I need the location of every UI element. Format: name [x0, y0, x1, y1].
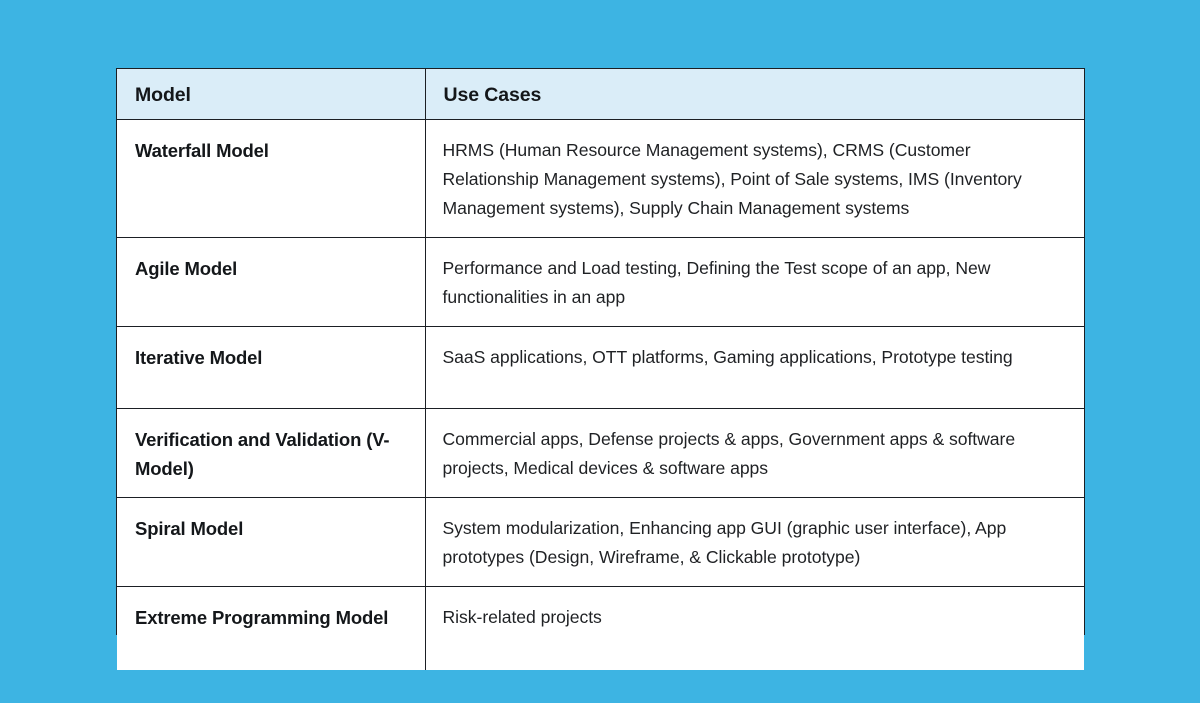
column-header-model: Model — [117, 69, 426, 120]
cell-model: Extreme Programming Model — [117, 586, 426, 670]
use-cases-spiral: System modularization, Enhancing app GUI… — [442, 518, 1007, 567]
table-header: Model Use Cases — [117, 69, 1084, 120]
table-row: Verification and Validation (V-Model) Co… — [117, 408, 1084, 498]
table-header-row: Model Use Cases — [117, 69, 1084, 120]
model-name-spiral: Spiral Model — [135, 518, 244, 539]
cell-model: Waterfall Model — [117, 119, 426, 238]
column-header-model-label: Model — [135, 84, 191, 106]
column-header-use-cases-label: Use Cases — [443, 84, 542, 106]
column-header-use-cases: Use Cases — [424, 69, 1084, 120]
cell-use-cases: Risk-related projects — [424, 586, 1084, 670]
model-use-cases-table: Model Use Cases Waterfall Model HRMS (Hu… — [117, 69, 1084, 670]
model-name-waterfall: Waterfall Model — [135, 140, 269, 161]
table-body: Waterfall Model HRMS (Human Resource Man… — [117, 119, 1084, 670]
use-cases-waterfall: HRMS (Human Resource Management systems)… — [442, 140, 1022, 218]
cell-model: Verification and Validation (V-Model) — [117, 408, 426, 498]
table-row: Waterfall Model HRMS (Human Resource Man… — [117, 119, 1084, 238]
use-cases-extreme-programming: Risk-related projects — [442, 607, 602, 627]
model-name-v-model: Verification and Validation (V-Model) — [135, 429, 390, 479]
cell-model: Iterative Model — [117, 326, 426, 409]
cell-model: Agile Model — [117, 237, 426, 327]
table-row: Agile Model Performance and Load testing… — [117, 237, 1084, 327]
table-row: Spiral Model System modularization, Enha… — [117, 497, 1084, 587]
model-name-agile: Agile Model — [135, 258, 238, 279]
model-name-iterative: Iterative Model — [135, 347, 263, 368]
cell-use-cases: System modularization, Enhancing app GUI… — [424, 497, 1084, 587]
use-cases-agile: Performance and Load testing, Defining t… — [442, 258, 991, 307]
cell-use-cases: Performance and Load testing, Defining t… — [424, 237, 1084, 327]
use-cases-v-model: Commercial apps, Defense projects & apps… — [442, 429, 1016, 478]
table-row: Extreme Programming Model Risk-related p… — [117, 586, 1084, 670]
use-cases-iterative: SaaS applications, OTT platforms, Gaming… — [442, 347, 1013, 367]
cell-use-cases: SaaS applications, OTT platforms, Gaming… — [424, 326, 1084, 409]
table-row: Iterative Model SaaS applications, OTT p… — [117, 326, 1084, 409]
model-use-cases-table-container: Model Use Cases Waterfall Model HRMS (Hu… — [116, 68, 1085, 670]
cell-use-cases: HRMS (Human Resource Management systems)… — [424, 119, 1084, 238]
cell-use-cases: Commercial apps, Defense projects & apps… — [424, 408, 1084, 498]
model-name-extreme-programming: Extreme Programming Model — [135, 607, 389, 628]
cell-model: Spiral Model — [117, 497, 426, 587]
